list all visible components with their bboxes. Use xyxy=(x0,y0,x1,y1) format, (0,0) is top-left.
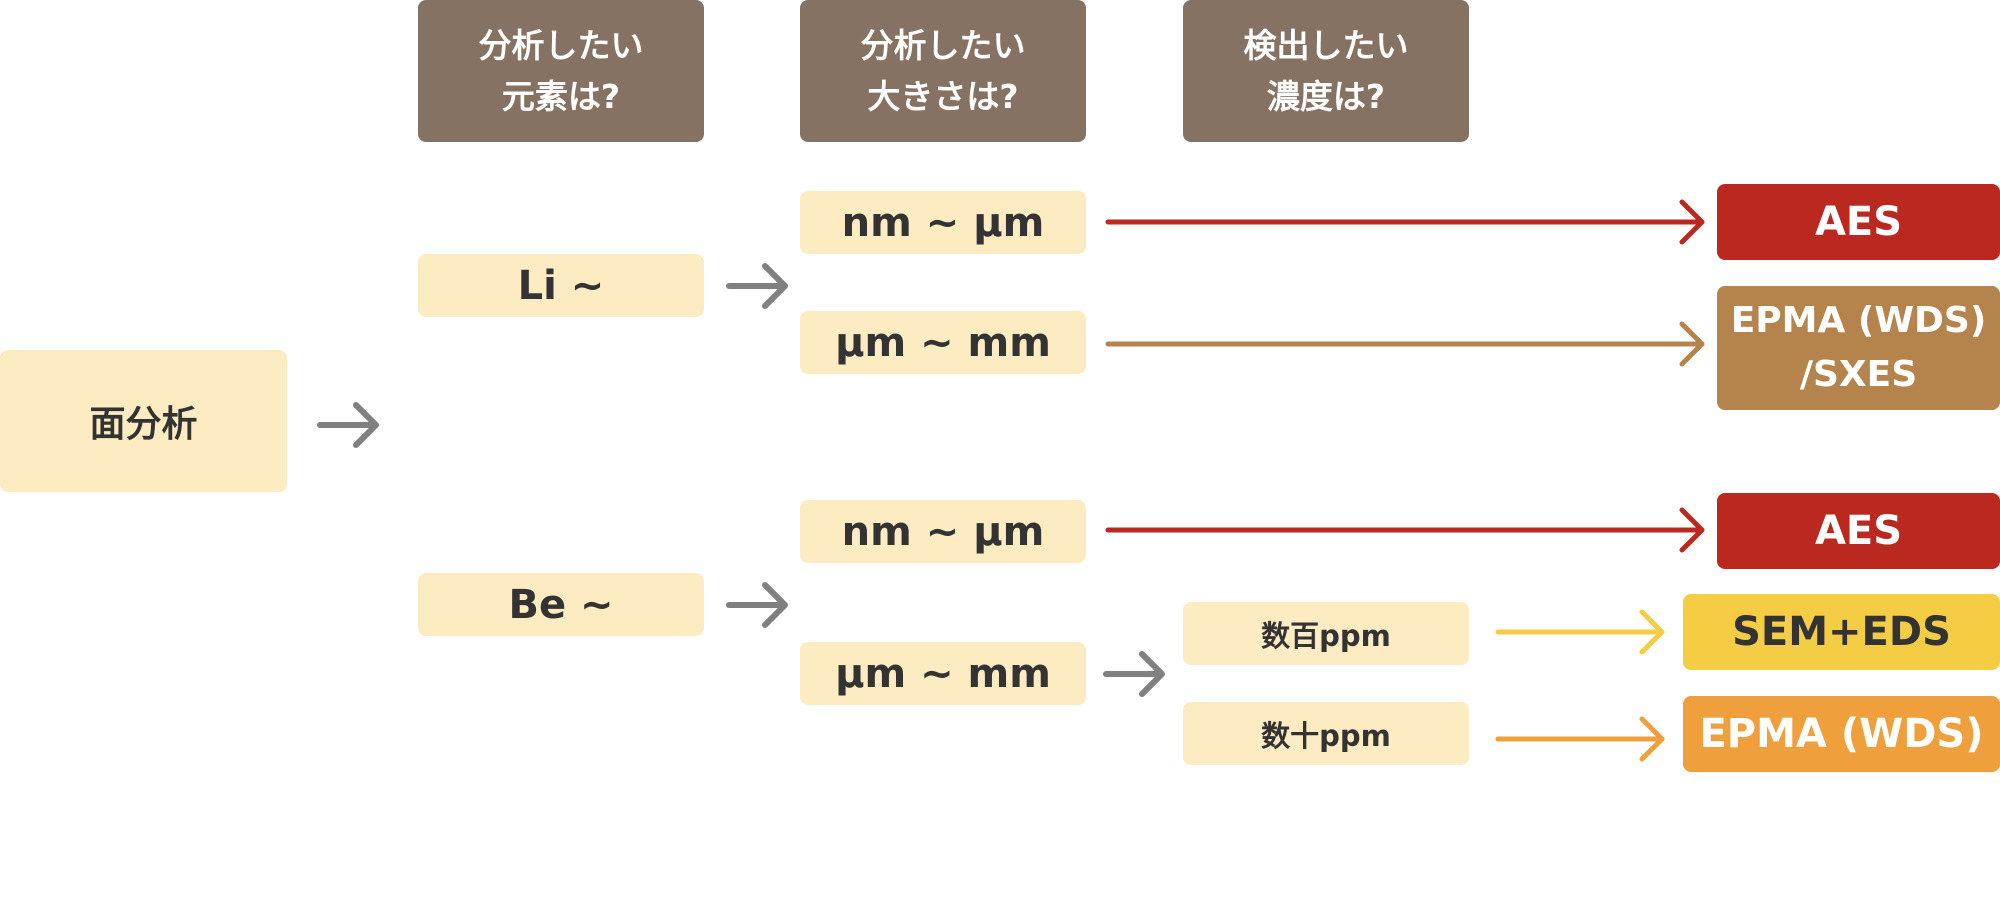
result-epma-sxes: EPMA (WDS) /SXES xyxy=(1717,286,2000,410)
result-epma-sxes-line1: EPMA (WDS) xyxy=(1730,300,1987,341)
header-element: 分析したい 元素は? xyxy=(418,0,704,142)
arrow-li-to-sizes xyxy=(726,263,788,309)
result-epma-wds: EPMA (WDS) xyxy=(1683,696,2000,772)
header-size-line1: 分析したい xyxy=(860,25,1026,65)
start-node-area-analysis: 面分析 xyxy=(0,350,287,492)
header-concentration-line2: 濃度は? xyxy=(1266,77,1386,116)
size-node-li-um: µm ~ mm xyxy=(800,311,1086,374)
header-size: 分析したい 大きさは? xyxy=(800,0,1086,142)
arrow-tens-to-epma-wds xyxy=(1495,716,1665,762)
arrow-li-nm-to-aes xyxy=(1105,199,1705,245)
size-node-be-um: µm ~ mm xyxy=(800,642,1086,705)
arrow-be-um-to-concentrations xyxy=(1103,651,1165,697)
result-sem-eds: SEM+EDS xyxy=(1683,594,2000,670)
concentration-node-hundreds-ppm: 数百ppm xyxy=(1183,602,1469,665)
size-node-be-nm: nm ~ µm xyxy=(800,500,1086,563)
arrow-be-nm-to-aes xyxy=(1105,507,1705,553)
header-concentration: 検出したい 濃度は? xyxy=(1183,0,1469,142)
result-aes-be: AES xyxy=(1717,493,2000,569)
result-epma-sxes-line2: /SXES xyxy=(1799,354,1918,395)
header-size-line2: 大きさは? xyxy=(867,77,1019,116)
arrow-be-to-sizes xyxy=(726,582,788,628)
header-element-line2: 元素は? xyxy=(501,77,621,116)
element-node-be: Be ~ xyxy=(418,573,704,636)
header-element-line1: 分析したい xyxy=(478,25,644,65)
arrow-hundreds-to-sem-eds xyxy=(1495,609,1665,655)
arrow-li-um-to-epma-sxes xyxy=(1105,321,1705,367)
element-node-li: Li ~ xyxy=(418,254,704,317)
size-node-li-nm: nm ~ µm xyxy=(800,191,1086,254)
header-concentration-line1: 検出したい xyxy=(1243,25,1409,65)
result-aes-li: AES xyxy=(1717,184,2000,260)
arrow-start-to-elements xyxy=(317,402,379,448)
concentration-node-tens-ppm: 数十ppm xyxy=(1183,702,1469,765)
